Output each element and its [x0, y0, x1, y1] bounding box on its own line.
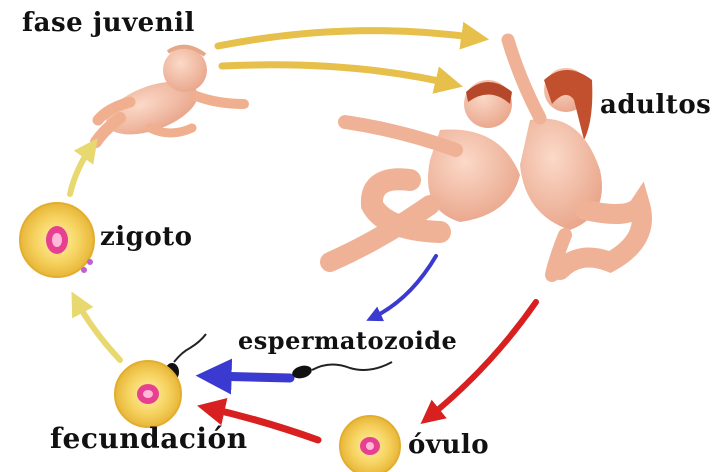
- sperm-label: espermatozoide: [238, 326, 457, 355]
- juvenile-to-adult-arrows: [218, 31, 478, 84]
- ovum-cell: [340, 416, 400, 472]
- fertilization-cell: [115, 361, 181, 427]
- zygote-cell: [20, 203, 94, 277]
- juvenile-phase-label: fase juvenil: [22, 8, 195, 38]
- zygote-label: zigoto: [100, 222, 193, 252]
- adults-label: adultos: [600, 90, 711, 120]
- adults-illustration: [330, 40, 642, 275]
- ovum-label: óvulo: [408, 430, 489, 460]
- sperm-arrows: [210, 256, 436, 378]
- baby-illustration: [96, 47, 244, 145]
- fertilization-label: fecundación: [50, 422, 248, 455]
